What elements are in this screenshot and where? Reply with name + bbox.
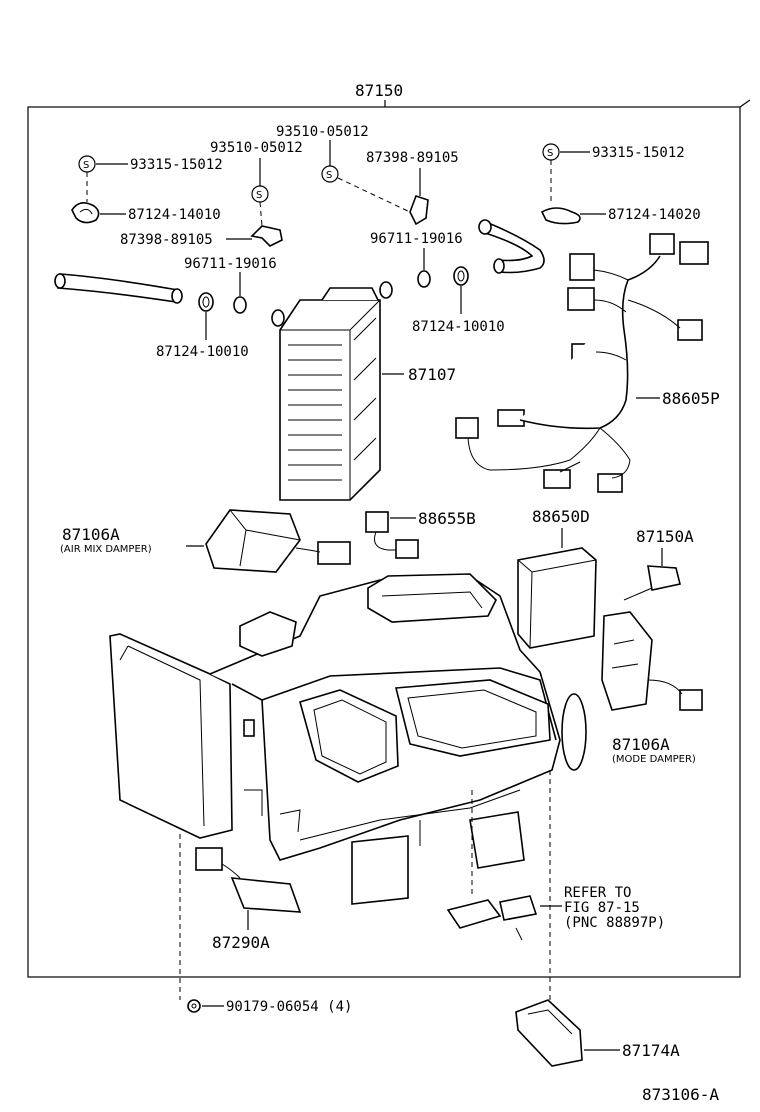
label-88605p: 88605P [662,389,720,408]
hose-clamp-10010-left [198,292,214,312]
figure-id-label: 873106-A [642,1085,719,1104]
o-ring-left [233,296,247,314]
sensor-88655b [365,511,419,559]
assembly-frame [27,106,741,978]
label-87107: 87107 [408,365,456,384]
part-87150a [623,565,681,601]
label-air-mix-damper-note: (AIR MIX DAMPER) [60,544,152,555]
clip-87398-left [250,225,283,247]
dash-93510-a [337,177,411,213]
heater-core-87107 [271,281,393,501]
part-88897p-ref [446,895,538,941]
label-90179-06054: 90179-06054 (4) [226,999,352,1015]
label-refer-fig: FIG 87-15 [564,900,640,916]
label-87398-89105-right: 87398-89105 [366,150,459,166]
s-symbol-mid-text: S [256,190,262,201]
heater-hose-left [54,273,183,304]
hose-clamp-10010-right [453,266,469,286]
label-refer-pnc: (PNC 88897P) [564,915,665,931]
label-96711-19016-right: 96711-19016 [370,231,463,247]
label-87124-10010-left: 87124-10010 [156,344,249,360]
duct-87174a [515,999,583,1067]
label-refer-to: REFER TO [564,885,631,901]
frame-corner-tick [739,99,751,108]
s-symbol-left-text: S [83,160,89,171]
o-ring-right [417,270,431,288]
heater-hose-right [478,219,545,274]
s-symbol-center-text: S [326,170,332,181]
label-88655b: 88655B [418,509,476,528]
label-93315-15012-right: 93315-15012 [592,145,685,161]
label-93510-05012-b: 93510-05012 [210,140,303,156]
amplifier-88650d [517,547,597,649]
dash-93510-b [259,201,263,227]
label-87106a-mode: 87106A [612,735,670,754]
part-87290a [195,847,302,913]
mode-damper-servo [601,611,703,711]
label-87106a-air-mix: 87106A [62,525,120,544]
label-87124-14010: 87124-14010 [128,207,221,223]
heater-case-housing [109,573,587,905]
assembly-number-label: 87150 [355,81,403,100]
air-mix-damper-servo [205,509,351,573]
label-mode-damper-note: (MODE DAMPER) [612,754,696,765]
s-symbol-right-text: S [547,148,553,159]
label-96711-19016-left: 96711-19016 [184,256,277,272]
wire-harness-88605p [455,233,709,493]
label-87150a: 87150A [636,527,694,546]
label-93315-15012-left: 93315-15012 [130,157,223,173]
label-88650d: 88650D [532,507,590,526]
label-87174a: 87174A [622,1041,680,1060]
label-93510-05012-a: 93510-05012 [276,124,369,140]
clip-87398-right [409,194,429,226]
label-87124-14020: 87124-14020 [608,207,701,223]
nut-90179 [187,999,201,1013]
label-87398-89105-left: 87398-89105 [120,232,213,248]
label-87124-10010-right: 87124-10010 [412,319,505,335]
label-87290a: 87290A [212,933,270,952]
hose-clamp-14010 [71,202,100,224]
hose-clamp-14020 [540,207,581,225]
